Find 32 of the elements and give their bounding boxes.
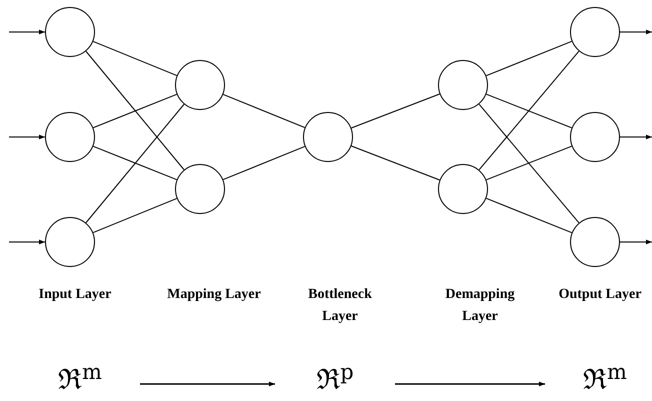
connection-line: [92, 40, 178, 76]
arrow: [620, 30, 652, 34]
connection-line: [92, 146, 178, 180]
connection-line: [85, 50, 185, 170]
space-symbol: ℜ$^{m}$: [575, 362, 635, 398]
arrow: [8, 30, 46, 34]
connection-line: [486, 198, 572, 234]
space-symbol: ℜ$^{p}$: [305, 362, 365, 398]
connection-line: [350, 145, 440, 181]
connection-line: [92, 198, 178, 234]
connection-line: [222, 146, 306, 180]
connection-line: [222, 94, 306, 128]
connection-line: [478, 50, 580, 170]
connection-line: [92, 94, 178, 128]
connection-line: [350, 93, 440, 129]
layer-label: Output Layer: [558, 286, 642, 304]
connection-line: [85, 104, 185, 224]
connection-line: [486, 146, 572, 180]
layer-label: Demapping Layer: [444, 286, 516, 326]
layer-label: Input Layer: [38, 286, 112, 304]
space-symbol: ℜ$^{m}$: [50, 362, 110, 398]
arrow: [140, 382, 275, 386]
arrow: [8, 240, 46, 244]
arrow: [395, 382, 545, 386]
arrow: [620, 240, 652, 244]
layer-label: Mapping Layer: [166, 286, 262, 304]
arrow: [620, 134, 652, 140]
connection-line: [478, 104, 580, 224]
connection-line: [486, 40, 572, 76]
connection-line: [486, 94, 572, 128]
arrow: [8, 134, 46, 140]
layer-label: Bottleneck Layer: [307, 286, 373, 326]
